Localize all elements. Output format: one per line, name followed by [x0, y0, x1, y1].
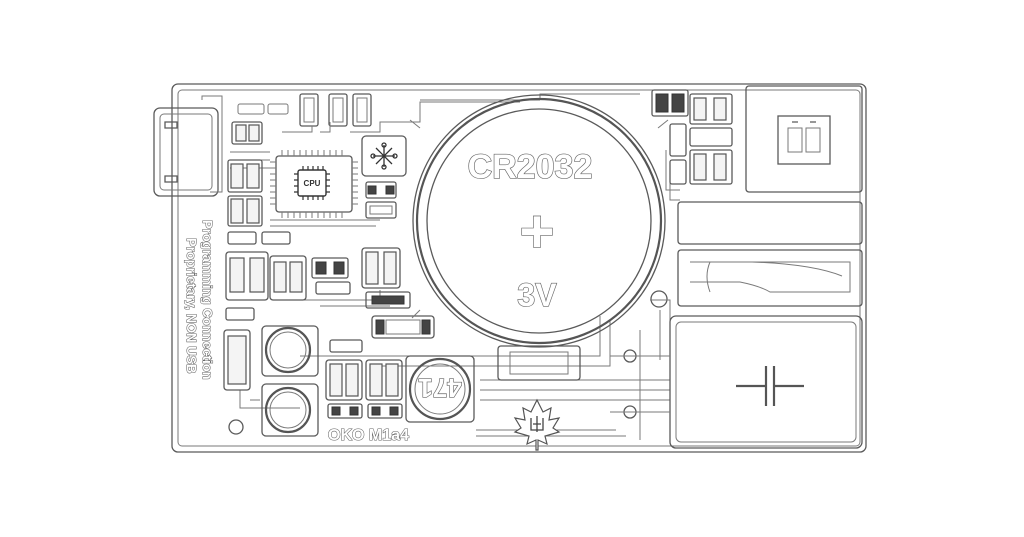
board-outline	[171, 83, 867, 453]
top-resistors	[231, 93, 372, 145]
cpu-label: CPU	[304, 179, 321, 188]
battery-voltage: 3V	[517, 277, 557, 313]
left-components	[223, 159, 351, 391]
cpu-chip: CPU	[270, 150, 358, 218]
programming-connection-text: Programming Connection	[200, 220, 215, 380]
side-silkscreen: Programming Connection Proprietary, NON …	[183, 219, 215, 380]
inductor: 471	[405, 355, 475, 423]
cpu-icon: CPU	[294, 166, 330, 200]
battery-model: CR2032	[468, 148, 593, 186]
maple-leaf-logo	[513, 398, 561, 451]
usb-connector	[153, 95, 223, 197]
electrolytic-capacitors	[261, 325, 319, 437]
battery-connector	[745, 85, 863, 193]
bulk-capacitor	[610, 315, 863, 449]
coin-cell-battery: CR2032 + 3V	[409, 94, 669, 381]
motion-sensor-icon	[361, 135, 407, 177]
right-small-components	[651, 89, 733, 185]
right-slots	[677, 201, 863, 307]
battery-plus-symbol: +	[519, 198, 554, 265]
proprietary-text: Proprietary, NON USB	[184, 238, 199, 374]
board-name: OKO M1a4	[328, 427, 409, 444]
cpu-side-components	[365, 181, 397, 219]
middle-components	[325, 247, 435, 419]
inductor-marking: 471	[418, 373, 461, 403]
